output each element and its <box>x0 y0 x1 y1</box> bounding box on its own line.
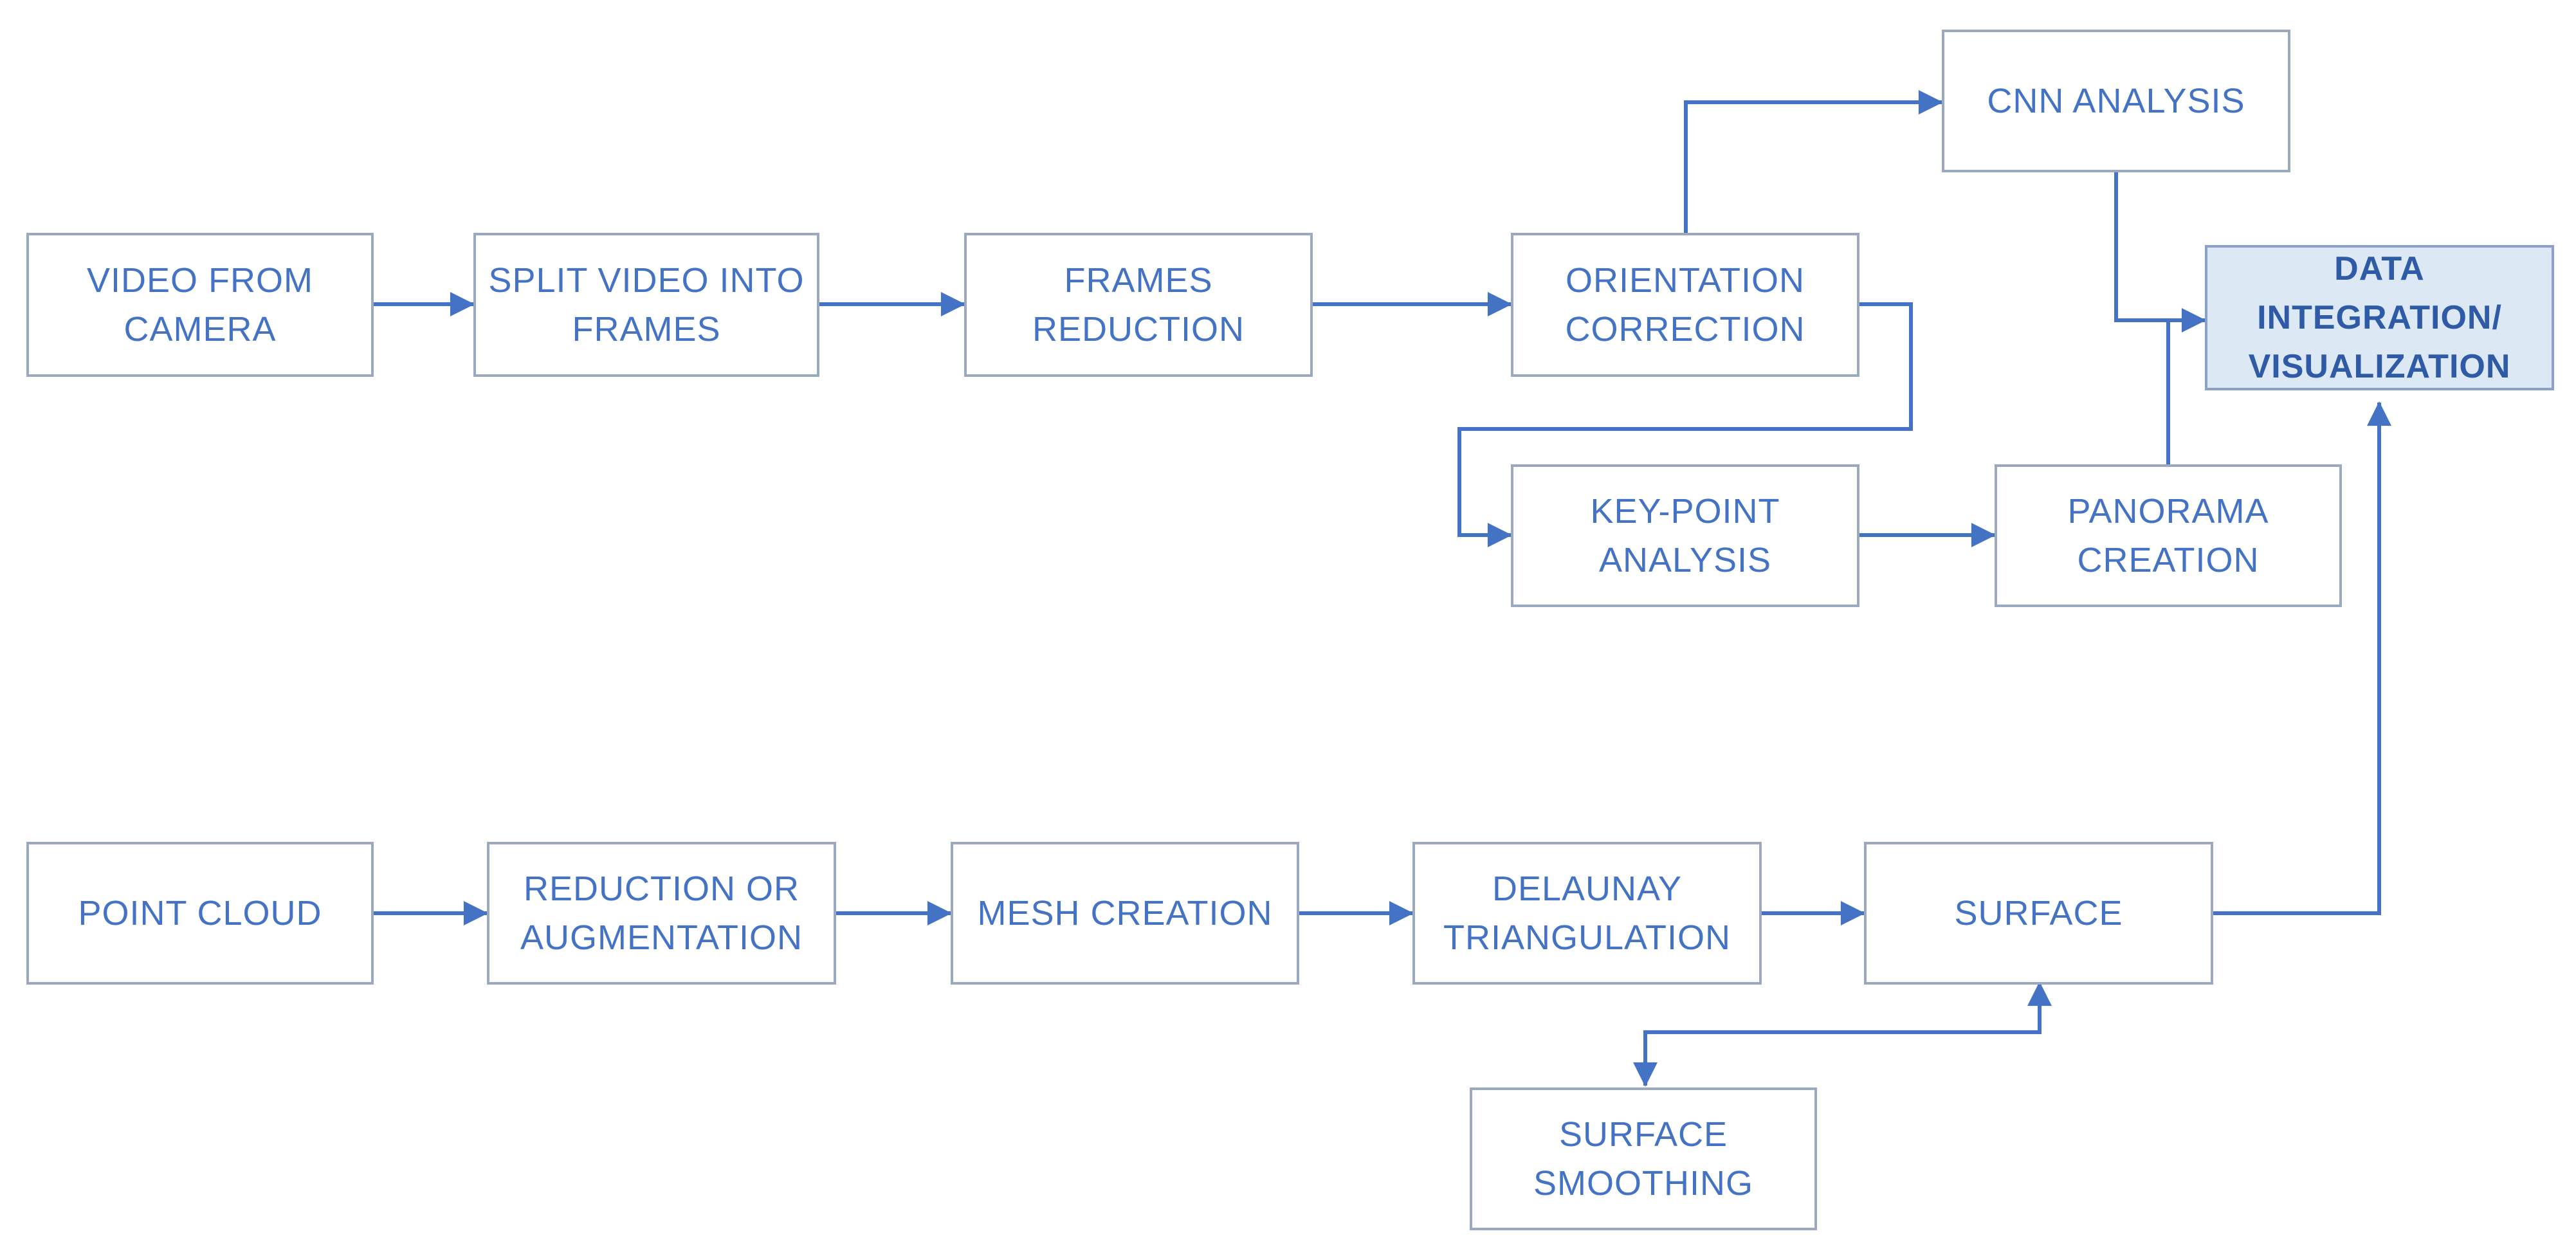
node-key-point-analysis: KEY-POINT ANALYSIS <box>1511 464 1859 607</box>
node-frames-reduction: FRAMES REDUCTION <box>964 233 1313 377</box>
node-label: MESH CREATION <box>977 894 1273 933</box>
node-cnn-analysis: CNN ANALYSIS <box>1942 30 2290 172</box>
node-point-cloud: POINT CLOUD <box>26 842 374 985</box>
node-panorama-creation: PANORAMA CREATION <box>1995 464 2342 607</box>
node-label: DATA INTEGRATION/ VISUALIZATION <box>2248 250 2511 385</box>
arrow-cnn-to-data <box>2114 172 2206 332</box>
arrow-orientation-to-keypoint <box>1457 302 1913 547</box>
arrow-surface-smoothing-bidirectional <box>1633 981 2052 1087</box>
arrow-orientation-to-cnn <box>1684 90 1943 233</box>
node-split-video-into-frames: SPLIT VIDEO INTO FRAMES <box>473 233 819 377</box>
arrow-surface-to-data <box>2213 401 2391 915</box>
node-label: PANORAMA CREATION <box>2067 492 2269 579</box>
node-label: FRAMES REDUCTION <box>1032 261 1245 349</box>
node-label: SPLIT VIDEO INTO FRAMES <box>488 261 805 349</box>
node-video-from-camera: VIDEO FROM CAMERA <box>26 233 374 377</box>
node-reduction-or-augmentation: REDUCTION OR AUGMENTATION <box>487 842 836 985</box>
node-label: VIDEO FROM CAMERA <box>86 261 313 349</box>
node-label: DELAUNAY TRIANGULATION <box>1443 869 1731 957</box>
node-data-integration-visualization: DATA INTEGRATION/ VISUALIZATION <box>2205 245 2554 390</box>
node-orientation-correction: ORIENTATION CORRECTION <box>1511 233 1859 377</box>
node-surface-smoothing: SURFACE SMOOTHING <box>1470 1088 1817 1230</box>
node-mesh-creation: MESH CREATION <box>951 842 1299 985</box>
node-label: KEY-POINT ANALYSIS <box>1590 492 1780 579</box>
node-label: SURFACE SMOOTHING <box>1533 1115 1753 1203</box>
node-label: SURFACE <box>1954 894 2123 933</box>
node-label: REDUCTION OR AUGMENTATION <box>520 869 803 957</box>
node-delaunay-triangulation: DELAUNAY TRIANGULATION <box>1412 842 1762 985</box>
node-label: ORIENTATION CORRECTION <box>1565 261 1805 349</box>
node-label: CNN ANALYSIS <box>1987 82 2245 120</box>
node-label: POINT CLOUD <box>78 894 322 933</box>
node-surface: SURFACE <box>1864 842 2213 985</box>
